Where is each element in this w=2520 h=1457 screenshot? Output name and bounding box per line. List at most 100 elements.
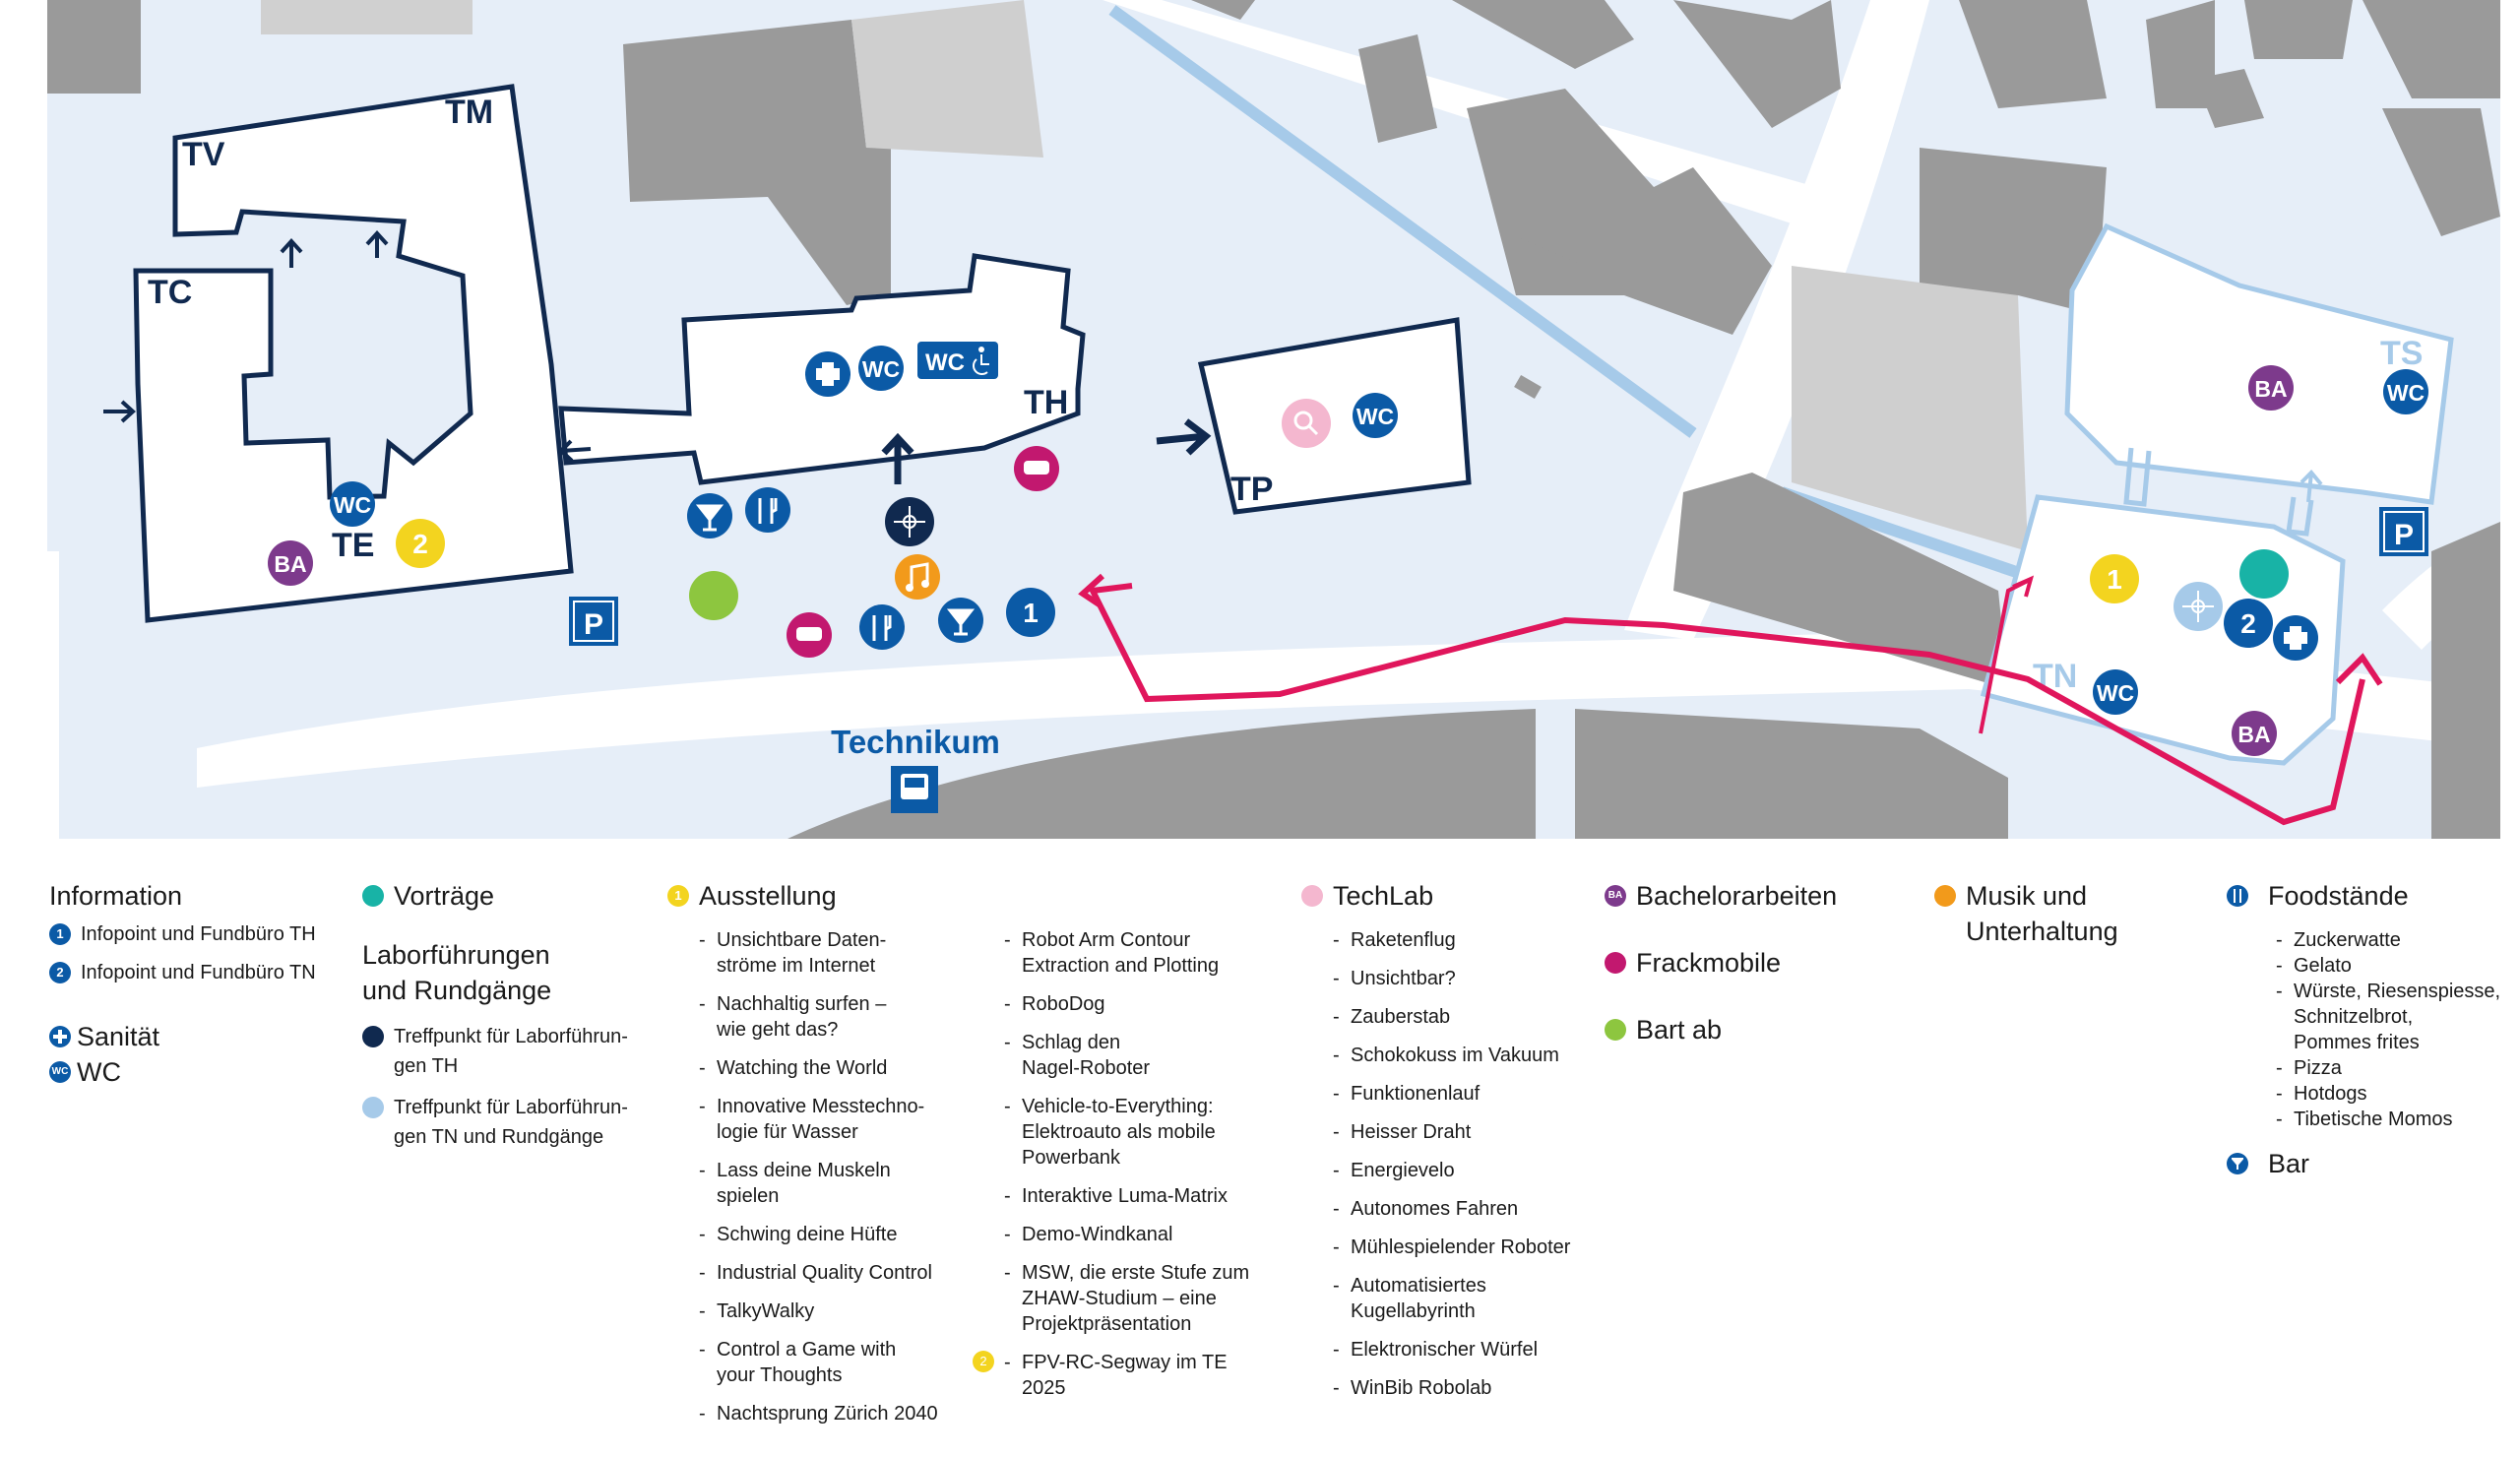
label-tn: TN: [2033, 658, 2077, 695]
legend-musik-title: Musik und Unterhaltung: [1934, 878, 2118, 949]
legend: Information 1 Infopoint und Fundbüro TH …: [0, 839, 2520, 1457]
list-item-label: Nachhaltig surfen – wie geht das?: [717, 993, 887, 1041]
wc-icon: WC: [1353, 393, 1398, 438]
legend-ausstellung-label: Ausstellung: [699, 881, 837, 911]
bar-icon: [687, 493, 732, 538]
list-item: Unsichtbar?: [1333, 966, 1570, 991]
arrow-up-icon: [2300, 470, 2323, 503]
food-icon: [859, 604, 905, 650]
legend-tours-title: Laborführungen und Rundgänge: [362, 940, 552, 1005]
neighbour-buildings: [47, 0, 2500, 839]
building-tp: [1197, 317, 1472, 515]
list-item: Demo-Windkanal: [1004, 1222, 1249, 1247]
list-item-label: Autonomes Fahren: [1351, 1198, 1519, 1220]
legend-techlab: TechLab RaketenflugUnsichtbar?Zauberstab…: [1301, 878, 1570, 1414]
label-ts: TS: [2380, 335, 2423, 372]
list-item-label: Zuckerwatte: [2294, 929, 2401, 951]
list-item: Energievelo: [1333, 1158, 1570, 1183]
svg-text:2: 2: [2240, 608, 2256, 639]
list-item-label: Schlag den Nagel-Roboter: [1022, 1032, 1151, 1079]
list-item: TalkyWalky: [699, 1299, 938, 1324]
legend-ausstellung-list-1: Unsichtbare Daten- ströme im InternetNac…: [667, 927, 938, 1426]
wc-icon: WC: [330, 481, 375, 527]
list-item: Industrial Quality Control: [699, 1260, 938, 1286]
arrow-up-icon: [280, 238, 303, 268]
list-item-label: Control a Game with your Thoughts: [717, 1339, 897, 1386]
techlab-search-icon: [1282, 399, 1331, 448]
legend-musik: Musik und Unterhaltung: [1934, 878, 2118, 949]
list-item: Automatisiertes Kugellabyrinth: [1333, 1273, 1570, 1324]
legend-infopoint-1-label: Infopoint und Fundbüro TH: [81, 923, 316, 945]
legend-techlab-label: TechLab: [1333, 881, 1434, 911]
list-item-label: Innovative Messtechno- logie für Wasser: [717, 1096, 925, 1143]
parking-icon: P: [569, 597, 618, 646]
list-item-label: Unsichtbare Daten- ströme im Internet: [717, 929, 887, 977]
arrow-up-icon: [881, 432, 914, 484]
list-item: Mühlespielender Roboter: [1333, 1235, 1570, 1260]
infopoint-1-icon: 1: [1006, 588, 1055, 637]
list-item-label: RoboDog: [1022, 993, 1105, 1015]
list-item-label: TalkyWalky: [717, 1300, 815, 1322]
legend-vortraege: Vorträge Laborführungen und Rundgänge Tr…: [362, 878, 628, 1152]
list-item: Schokokuss im Vakuum: [1333, 1043, 1570, 1068]
bar-icon: [2227, 1153, 2248, 1174]
bachelor-icon: BA: [2232, 711, 2277, 756]
wc-accessible-icon: WC: [917, 342, 998, 379]
list-item: Würste, Riesenspiesse, Schnitzelbrot, Po…: [2276, 979, 2500, 1055]
legend-ausstellung-list-2: Robot Arm Contour Extraction and Plottin…: [973, 927, 1249, 1401]
svg-text:BA: BA: [274, 551, 306, 577]
list-item-label: Interaktive Luma-Matrix: [1022, 1185, 1228, 1207]
list-item: Unsichtbare Daten- ströme im Internet: [699, 927, 938, 979]
list-item: Gelato: [2276, 953, 2500, 979]
list-item: Elektronischer Würfel: [1333, 1337, 1570, 1362]
list-item-label: Lass deine Muskeln spielen: [717, 1160, 891, 1207]
label-tm: TM: [445, 94, 493, 131]
bachelor-icon: BA: [1605, 885, 1626, 907]
place-label-technikum: Technikum: [831, 724, 1000, 760]
legend-meeting-point-tn-label: Treffpunkt für Laborführun- gen TN und R…: [394, 1097, 628, 1148]
svg-text:WC: WC: [925, 349, 965, 376]
legend-ausstellung: 1 Ausstellung Unsichtbare Daten- ströme …: [667, 878, 938, 1439]
wc-icon: WC: [49, 1061, 71, 1083]
list-item-label: Nachtsprung Zürich 2040: [717, 1403, 938, 1425]
list-item: Control a Game with your Thoughts: [699, 1337, 938, 1388]
list-item: Schwing deine Hüfte: [699, 1222, 938, 1247]
legend-food: Foodstände ZuckerwatteGelatoWürste, Ries…: [2227, 878, 2500, 1181]
list-item-label: Demo-Windkanal: [1022, 1224, 1173, 1245]
legend-ausstellung-title: 1 Ausstellung: [667, 878, 938, 914]
legend-food-title: Foodstände: [2227, 878, 2500, 914]
list-item-label: Automatisiertes Kugellabyrinth: [1351, 1275, 1486, 1322]
list-item-label: Watching the World: [717, 1057, 888, 1079]
list-item-label: Tibetische Momos: [2294, 1109, 2453, 1130]
arrow-left-icon: [558, 439, 592, 463]
svg-text:P: P: [2394, 519, 2414, 551]
legend-meeting-point-th: Treffpunkt für Laborführun- gen TH: [362, 1022, 628, 1081]
legend-vortraege-title: Vorträge: [362, 878, 628, 914]
list-item-label: Energievelo: [1351, 1160, 1455, 1181]
talks-icon: [362, 885, 384, 907]
arrow-right-icon: [1156, 418, 1212, 456]
music-icon: [895, 554, 940, 600]
svg-text:WC: WC: [2387, 380, 2425, 406]
meeting-point-th-icon: [885, 497, 934, 546]
list-item: Zauberstab: [1333, 1004, 1570, 1030]
wc-icon: WC: [2383, 369, 2428, 414]
route-arrow-icon: [1078, 573, 1105, 608]
building-ts: [2064, 222, 2454, 505]
frackmobile-icon: [787, 612, 832, 658]
frackmobile-icon: [1014, 446, 1059, 491]
list-item: Hotdogs: [2276, 1081, 2500, 1107]
svg-text:BA: BA: [2254, 376, 2287, 402]
legend-bachelor-title: BA Bachelorarbeiten: [1605, 878, 1837, 914]
svg-text:WC: WC: [862, 356, 900, 382]
legend-information-title: Information: [49, 881, 183, 911]
legend-musik-label: Musik und Unterhaltung: [1966, 881, 2118, 946]
meeting-point-th-icon: [362, 1026, 384, 1047]
list-item: WinBib Robolab: [1333, 1375, 1570, 1401]
list-item-label: Pizza: [2294, 1057, 2342, 1079]
legend-bart-ab: Bart ab: [1605, 1012, 1837, 1047]
list-item-label: Vehicle-to-Everything: Elektroauto als m…: [1022, 1096, 1216, 1169]
list-item-label: Industrial Quality Control: [717, 1262, 932, 1284]
building-tc-te: [133, 84, 574, 623]
